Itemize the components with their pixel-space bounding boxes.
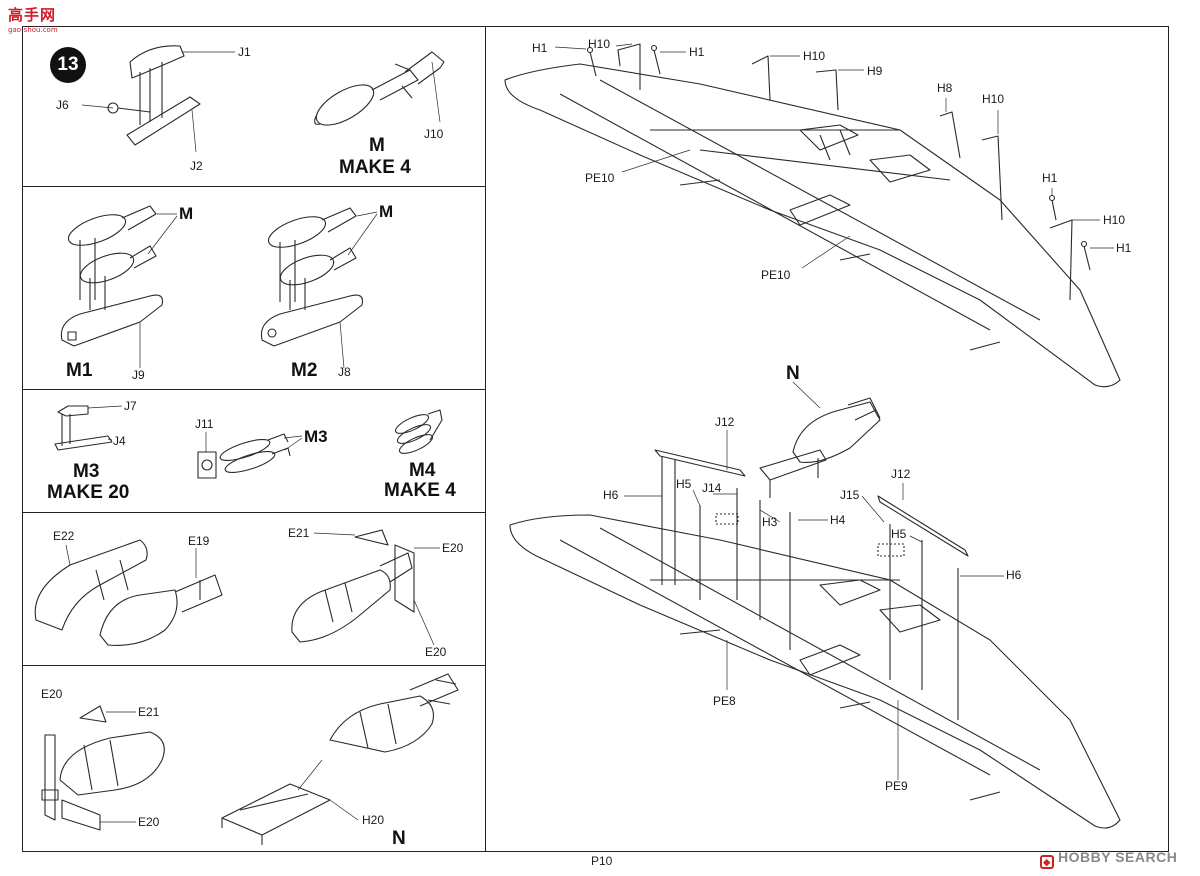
hobbysearch-logo-icon: ◆	[1040, 855, 1054, 869]
step-number-badge: 13	[50, 47, 86, 83]
page-number: P10	[591, 854, 613, 868]
part-label: E20	[442, 541, 464, 555]
part-label: H10	[982, 92, 1005, 106]
drop-tank-assembly-drawing	[81, 45, 235, 153]
column-divider	[485, 26, 487, 852]
part-label: E22	[53, 529, 75, 543]
part-label: PE10	[585, 171, 615, 185]
part-label: H1	[1042, 171, 1058, 185]
part-label: H3	[762, 515, 778, 529]
assembly-callout: M3	[304, 427, 328, 446]
assembly-callout: M	[179, 204, 194, 223]
quantity-note: MAKE 20	[47, 482, 130, 503]
assembly-title: M2	[291, 360, 318, 381]
part-label: H4	[830, 513, 846, 527]
panel-divider	[22, 186, 486, 188]
part-label: H1	[689, 45, 705, 59]
part-label: E21	[288, 526, 310, 540]
part-label: J9	[132, 368, 145, 382]
watermark-url: gao-shou.com	[8, 26, 58, 34]
part-label: H6	[603, 488, 619, 502]
part-label: J10	[424, 127, 444, 141]
rack-m1-drawing	[60, 205, 178, 368]
upper-wing-drawing	[504, 43, 1121, 388]
part-label: H1	[532, 41, 548, 55]
quantity-note: MAKE 4	[339, 157, 411, 178]
part-label: PE9	[885, 779, 908, 793]
part-label: H6	[1006, 568, 1022, 582]
assembly-title: M	[369, 135, 385, 156]
lower-wing-drawing	[509, 381, 1121, 829]
watermark-text: HOBBY SEARCH	[1058, 849, 1178, 865]
watermark-logo: 高手网 gao-shou.com	[8, 4, 78, 34]
part-label: E19	[188, 534, 210, 548]
watermark-chinese: 高手网	[8, 6, 57, 24]
watermark-hobbysearch: ◆ HOBBY SEARCH	[1040, 849, 1177, 869]
panel-divider	[22, 389, 486, 391]
part-label: H5	[676, 477, 692, 491]
assembly-callout: N	[786, 363, 800, 384]
panel-divider	[22, 665, 486, 667]
part-label: J7	[124, 399, 137, 413]
part-label: H20	[362, 813, 385, 827]
rocket-cluster-m4-drawing	[394, 409, 443, 454]
part-label: E20	[41, 687, 63, 701]
part-label: J1	[238, 45, 251, 59]
part-label: E20	[425, 645, 447, 659]
part-label: H10	[588, 37, 611, 51]
part-label: E21	[138, 705, 160, 719]
fuel-tank-e21-e20-drawing	[291, 529, 440, 646]
drop-tank-e20-e21-drawing	[41, 705, 165, 831]
assembly-title: N	[392, 828, 406, 849]
part-label: H1	[1116, 241, 1132, 255]
assembly-title: M3	[73, 461, 100, 482]
rack-m2-drawing	[260, 207, 378, 369]
part-label: J11	[195, 417, 214, 431]
assembly-title: M4	[409, 460, 436, 481]
part-label: E20	[138, 815, 160, 829]
part-label: J14	[702, 481, 722, 495]
part-label: J12	[891, 467, 911, 481]
part-label: H8	[937, 81, 953, 95]
part-label: J12	[715, 415, 735, 429]
part-label: J15	[840, 488, 860, 502]
part-label: J2	[190, 159, 203, 173]
instruction-sheet-frame	[22, 26, 1169, 852]
assembly-callout: M	[379, 202, 394, 221]
part-label: J8	[338, 365, 351, 379]
part-label: H10	[1103, 213, 1126, 227]
part-label: J6	[56, 98, 69, 112]
part-label: H10	[803, 49, 826, 63]
bomb-n-cradle-drawing	[221, 673, 459, 845]
part-label: H9	[867, 64, 883, 78]
rocket-m3-drawing	[54, 405, 123, 451]
rocket-cluster-m3-drawing	[197, 432, 303, 479]
part-label: H5	[891, 527, 907, 541]
assembly-title: M1	[66, 360, 93, 381]
quantity-note: MAKE 4	[384, 480, 456, 501]
part-label: PE8	[713, 694, 736, 708]
panel-divider	[22, 512, 486, 514]
fuel-tank-e22-e19-drawing	[34, 539, 223, 646]
bomb-m-drawing	[314, 51, 445, 126]
part-label: PE10	[761, 268, 791, 282]
part-label: J4	[113, 434, 126, 448]
